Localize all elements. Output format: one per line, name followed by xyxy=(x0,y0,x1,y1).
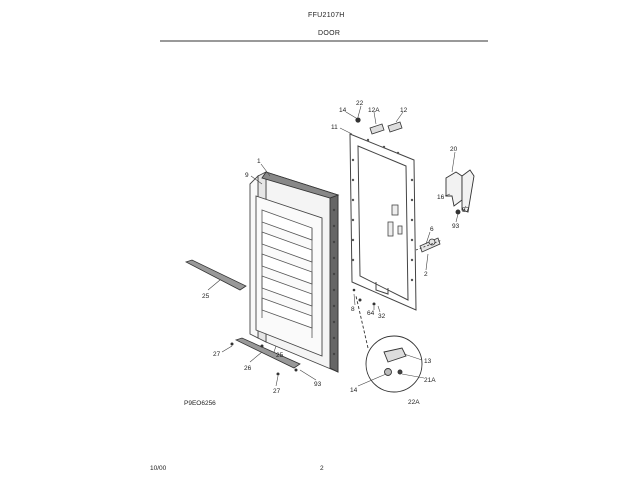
callout-12a: 12A xyxy=(368,107,380,114)
top-small-parts xyxy=(355,117,403,135)
bottom-kick-strip xyxy=(234,337,301,369)
leader-lines xyxy=(207,105,467,387)
section-title: DOOR xyxy=(318,30,341,37)
door-screws xyxy=(332,208,336,356)
callout-25-handle: 25 xyxy=(202,293,210,300)
page-number: 2 xyxy=(320,465,324,472)
detail-circle xyxy=(355,295,423,393)
callout-25-bottom: 25 xyxy=(276,352,284,359)
callout-14-top: 14 xyxy=(339,107,347,114)
callout-93-right: 93 xyxy=(452,223,460,230)
model-number: FFU2107H xyxy=(308,12,345,19)
callout-27-bottom: 27 xyxy=(273,388,281,395)
door-shelves xyxy=(261,209,313,338)
drawing-code: P9EO6256 xyxy=(184,400,216,407)
callout-14-detail: 14 xyxy=(350,387,358,394)
callout-64: 64 xyxy=(367,310,375,317)
gasket-frame-screws xyxy=(351,138,414,282)
callout-22: 22 xyxy=(356,100,364,107)
footer-date: 10/00 xyxy=(150,465,167,472)
callout-26: 26 xyxy=(244,365,252,372)
callout-32: 32 xyxy=(378,313,386,320)
callout-57: 57 xyxy=(462,207,470,214)
bottom-screws xyxy=(230,288,376,376)
callout-12: 12 xyxy=(400,107,408,114)
door-gasket-frame xyxy=(349,133,417,311)
hinge-pin xyxy=(415,237,443,253)
latch-parts xyxy=(387,204,403,237)
callout-8: 8 xyxy=(351,306,355,313)
callout-1: 1 xyxy=(257,158,261,165)
callout-13: 13 xyxy=(424,358,432,365)
callout-27-left: 27 xyxy=(213,351,221,358)
callout-9: 9 xyxy=(245,172,249,179)
callout-20: 20 xyxy=(450,146,458,153)
callout-6: 6 xyxy=(430,226,434,233)
callout-16: 16 xyxy=(437,194,445,201)
hinge-bracket xyxy=(445,169,475,215)
callout-21a: 21A xyxy=(424,377,436,384)
callout-2: 2 xyxy=(424,271,428,278)
callout-93-bottom: 93 xyxy=(314,381,322,388)
callout-11: 11 xyxy=(331,124,338,131)
callout-22a: 22A xyxy=(408,399,420,406)
door-handle-strip xyxy=(184,259,247,291)
